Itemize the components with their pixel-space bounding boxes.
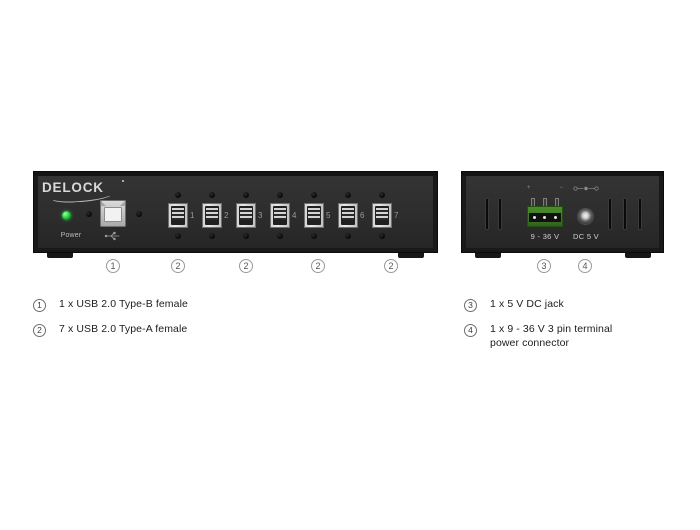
front-panel-top-edge (34, 172, 437, 176)
screw-below-usb-a-5 (311, 233, 317, 239)
power-led-label: Power (60, 232, 82, 239)
legend-item-2: 2 7 x USB 2.0 Type-A female (33, 323, 333, 337)
screw-left-of-usb-b (86, 211, 92, 217)
callout-front-4: 2 (311, 259, 325, 273)
screw-below-usb-a-6 (345, 233, 351, 239)
usb-a-1-tongue (172, 208, 184, 220)
back-panel-top-edge (462, 172, 663, 176)
brand-logo-text: DELOCK (42, 180, 104, 196)
callout-back-2: 4 (578, 259, 592, 273)
terminal-polarity-plus: + (527, 185, 531, 191)
screw-right-of-usb-b (136, 211, 142, 217)
screw-below-usb-a-2 (209, 233, 215, 239)
usb-trident-icon (104, 231, 120, 241)
usb-type-a-port-7[interactable] (372, 203, 392, 228)
legend-text-4: 1 x 9 - 36 V 3 pin terminal power connec… (490, 323, 613, 349)
usb-a-5-tongue (308, 208, 320, 220)
screw-above-usb-a-1 (175, 192, 181, 198)
terminal-polarity-marks: + − (527, 185, 563, 191)
screw-below-usb-a-4 (277, 233, 283, 239)
brand-logo-trademark-dot (122, 180, 124, 182)
back-panel-vent-left-2 (498, 198, 502, 230)
terminal-voltage-label: 9 - 36 V (530, 232, 560, 241)
usb-a-7-tongue (376, 208, 388, 220)
usb-a-port-number-5: 5 (326, 211, 331, 220)
callout-front-1: 1 (106, 259, 120, 273)
callout-back-1: 3 (537, 259, 551, 273)
legend-column-right: 3 1 x 5 V DC jack 4 1 x 9 - 36 V 3 pin t… (464, 298, 690, 361)
legend-marker-3: 3 (464, 299, 477, 312)
callout-front-2: 2 (171, 259, 185, 273)
legend-item-4: 4 1 x 9 - 36 V 3 pin terminal power conn… (464, 323, 690, 350)
terminal-screw-3 (554, 216, 558, 219)
power-led-indicator (62, 211, 71, 220)
back-panel-vent-right-1 (608, 198, 612, 230)
usb-a-port-number-6: 6 (360, 211, 365, 220)
usb-type-a-port-6[interactable] (338, 203, 358, 228)
usb-a-4-tongue (274, 208, 286, 220)
back-panel-vent-right-3 (638, 198, 642, 230)
terminal-prong-2 (543, 198, 547, 207)
screw-below-usb-a-1 (175, 233, 181, 239)
usb-b-inner-cavity (104, 207, 122, 222)
legend-text-1: 1 x USB 2.0 Type-B female (59, 298, 188, 310)
callout-front-3: 2 (239, 259, 253, 273)
legend-item-3: 3 1 x 5 V DC jack (464, 298, 690, 312)
usb-type-a-port-2[interactable] (202, 203, 222, 228)
screw-above-usb-a-6 (345, 192, 351, 198)
product-figure-area: DELOCK Power 1 2 (33, 171, 664, 273)
screw-above-usb-a-3 (243, 192, 249, 198)
usb-a-port-number-1: 1 (190, 211, 195, 220)
usb-b-bevel-left (100, 200, 106, 206)
dc-jack-label: DC 5 V (573, 232, 599, 241)
usb-a-2-tongue (206, 208, 218, 220)
screw-above-usb-a-7 (379, 192, 385, 198)
center-positive-polarity-icon (573, 186, 599, 191)
usb-type-a-port-5[interactable] (304, 203, 324, 228)
usb-a-port-number-7: 7 (394, 211, 399, 220)
brand-logo: DELOCK (42, 180, 124, 204)
usb-a-3-tongue (240, 208, 252, 220)
screw-below-usb-a-3 (243, 233, 249, 239)
screw-above-usb-a-4 (277, 192, 283, 198)
usb-type-a-port-3[interactable] (236, 203, 256, 228)
terminal-screw-2 (543, 216, 547, 219)
legend-column-left: 1 1 x USB 2.0 Type-B female 2 7 x USB 2.… (33, 298, 333, 348)
usb-type-a-port-1[interactable] (168, 203, 188, 228)
usb-a-6-tongue (342, 208, 354, 220)
back-panel-vent-right-2 (623, 198, 627, 230)
screw-above-usb-a-2 (209, 192, 215, 198)
legend-marker-4: 4 (464, 324, 477, 337)
dc-power-jack[interactable] (577, 208, 594, 225)
terminal-polarity-minus: − (559, 185, 563, 191)
usb-type-b-port[interactable] (100, 200, 126, 227)
terminal-prong-3 (555, 198, 559, 207)
back-panel-vent-left-1 (485, 198, 489, 230)
callout-front-5: 2 (384, 259, 398, 273)
usb-a-port-number-2: 2 (224, 211, 229, 220)
back-panel-foot-right (625, 253, 651, 258)
legend-marker-2: 2 (33, 324, 46, 337)
usb-type-a-port-4[interactable] (270, 203, 290, 228)
terminal-contact-strip (529, 213, 561, 222)
legend-item-1: 1 1 x USB 2.0 Type-B female (33, 298, 333, 312)
back-panel-foot-left (475, 253, 501, 258)
screw-above-usb-a-5 (311, 192, 317, 198)
legend-text-3: 1 x 5 V DC jack (490, 298, 564, 310)
usb-b-bevel-right (120, 200, 126, 206)
front-panel-foot-right (398, 253, 424, 258)
front-panel-foot-left (47, 253, 73, 258)
legend-marker-1: 1 (33, 299, 46, 312)
terminal-block-prongs (528, 198, 562, 207)
usb-a-port-number-4: 4 (292, 211, 297, 220)
usb-a-port-number-3: 3 (258, 211, 263, 220)
screw-below-usb-a-7 (379, 233, 385, 239)
terminal-screw-1 (532, 216, 536, 219)
terminal-power-connector[interactable] (527, 206, 563, 227)
terminal-prong-1 (531, 198, 535, 207)
legend-text-2: 7 x USB 2.0 Type-A female (59, 323, 188, 335)
